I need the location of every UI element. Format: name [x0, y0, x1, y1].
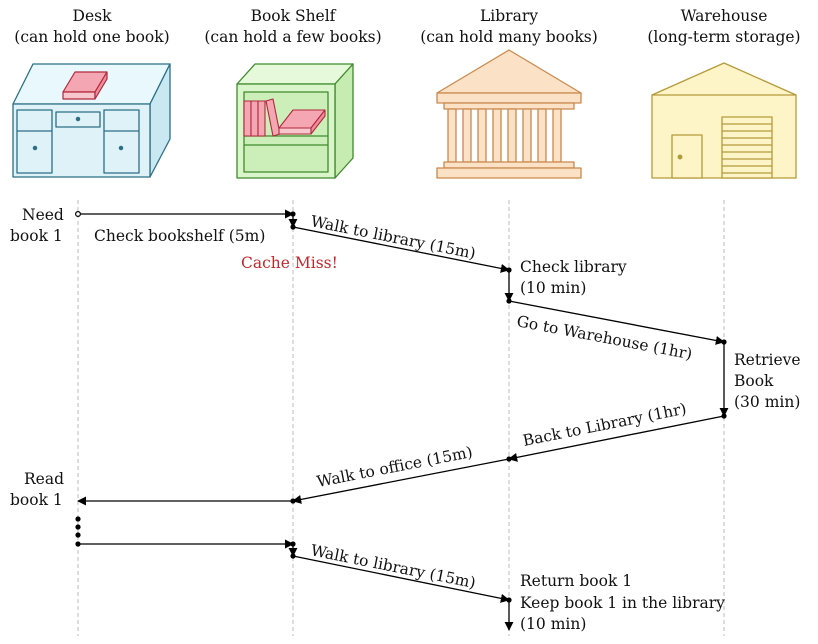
warehouse-icon — [651, 62, 797, 179]
walk-to-library-label-2: Walk to library (15m) — [309, 541, 477, 592]
arrow-back-to-library — [508, 415, 725, 462]
retrieve-label-line3: (30 min) — [734, 393, 800, 411]
return-label-line1: Return book 1 — [520, 572, 632, 590]
read-label-line1: Read — [24, 470, 64, 488]
book-on-desk-icon — [62, 71, 108, 100]
return-label-line3: (10 min) — [520, 615, 586, 633]
library-title: Library — [480, 7, 538, 25]
warehouse-subtitle: (long-term storage) — [647, 28, 800, 46]
rolling-door-icon — [721, 116, 773, 179]
flow-dots — [74, 211, 727, 603]
need-label-line1: Need — [22, 206, 64, 224]
warehouse-title: Warehouse — [681, 7, 768, 25]
go-to-warehouse-label: Go to Warehouse (1hr) — [515, 312, 693, 363]
walk-to-office-label: Walk to office (15m) — [315, 443, 474, 491]
check-library-label-line1: Check library — [520, 258, 627, 276]
bookshelf-icon — [236, 63, 354, 179]
arrow-walk-to-library-1 — [292, 226, 510, 273]
arrow-walk-to-office — [292, 458, 510, 504]
library-subtitle: (can hold many books) — [420, 28, 598, 46]
bookshelf-subtitle: (can hold a few books) — [204, 28, 381, 46]
flow-arrows — [77, 209, 729, 631]
back-to-library-label: Back to Library (1hr) — [521, 400, 688, 450]
arrow-go-to-warehouse — [508, 300, 725, 345]
flow-labels: Need book 1 Check bookshelf (5m) Cache M… — [10, 206, 801, 633]
desk-title: Desk — [73, 7, 113, 25]
retrieve-label-line2: Book — [734, 372, 774, 390]
bookshelf-title: Book Shelf — [251, 7, 337, 25]
need-label-line2: book 1 — [10, 227, 63, 245]
arrow-walk-to-library-2 — [292, 555, 510, 603]
check-bookshelf-label: Check bookshelf (5m) — [94, 227, 265, 245]
desk-icon — [12, 63, 171, 178]
cache-miss-label: Cache Miss! — [241, 254, 338, 272]
column-headers: Desk (can hold one book) Book Shelf (can… — [14, 7, 800, 46]
check-library-label-line2: (10 min) — [520, 279, 586, 297]
retrieve-label-line1: Retrieve — [734, 351, 801, 369]
library-icon — [436, 49, 582, 179]
books-on-shelf-icon — [243, 98, 326, 137]
desk-subtitle: (can hold one book) — [14, 28, 169, 46]
return-label-line2: Keep book 1 in the library — [520, 594, 725, 612]
read-label-line2: book 1 — [10, 491, 63, 509]
